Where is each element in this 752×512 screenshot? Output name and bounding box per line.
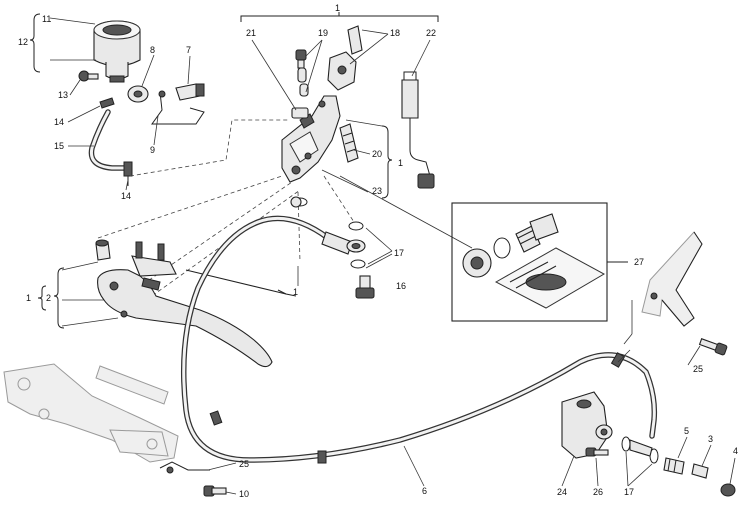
label-25-right: 25 [693, 364, 703, 374]
reservoir-bracket-9 [151, 90, 205, 125]
top-assembly-bracket [240, 12, 439, 22]
label-23: 23 [372, 186, 382, 196]
cap-4 [720, 483, 736, 497]
label-14-lower: 14 [121, 191, 131, 201]
lever-pivot-bracket [131, 241, 177, 277]
label-14-upper: 14 [54, 117, 64, 127]
label-20: 20 [372, 149, 382, 159]
label-22: 22 [426, 28, 436, 38]
label-8: 8 [150, 45, 155, 55]
label-19: 19 [318, 28, 328, 38]
hose-clip-14-upper [99, 97, 115, 109]
label-27: 27 [634, 257, 644, 267]
reservoir-hose [88, 109, 127, 171]
reservoir-mount-18 [327, 25, 363, 91]
screw-26-slave [585, 447, 609, 457]
fluid-reservoir [93, 20, 141, 83]
label-1-top: 1 [335, 3, 340, 13]
label-1-mid: 1 [398, 158, 403, 168]
frame-mount-bracket [3, 363, 179, 463]
label-18: 18 [390, 28, 400, 38]
label-12: 12 [18, 37, 28, 47]
label-1-lever: 1 [293, 287, 298, 297]
clutch-switch-22 [401, 71, 435, 189]
hose-clip-14-lower [123, 161, 133, 186]
pivot-bolt-21 [291, 107, 309, 119]
hose-guide-26 [159, 461, 210, 474]
clutch-lever [97, 269, 273, 368]
screw-10 [203, 485, 227, 497]
banjo-fitting-upper [321, 231, 366, 255]
label-11: 11 [42, 14, 51, 24]
label-3: 3 [708, 434, 713, 444]
plunger-20 [339, 123, 359, 163]
hose-bracket-25-right [641, 231, 703, 327]
leader-lines [67, 29, 736, 495]
bushing-8 [127, 85, 149, 103]
repair-kit-box-27 [451, 202, 628, 322]
brace-1-mid [345, 119, 393, 199]
screws-19 [295, 49, 309, 97]
label-2: 2 [46, 293, 51, 303]
screw-7 [175, 83, 205, 101]
banjo-bolt-16 [355, 275, 375, 299]
washers-17-upper [290, 196, 366, 269]
brace-lever-group [37, 267, 65, 329]
label-1-left: 1 [26, 293, 31, 303]
bolt-13 [78, 70, 99, 82]
label-4: 4 [733, 446, 738, 456]
lever-bushing [95, 239, 111, 261]
label-16: 16 [396, 281, 406, 291]
master-cylinder-body [281, 95, 341, 183]
slave-cylinder-24 [561, 391, 613, 459]
washers-17-lower [621, 436, 659, 464]
bleed-screw-5 [663, 457, 685, 475]
cap-3 [691, 463, 709, 479]
part-labels: 1 11 12 8 7 13 14 15 9 14 21 19 18 22 20… [18, 3, 738, 499]
label-17-upper: 17 [394, 248, 404, 258]
hydraulic-hose-6 [181, 215, 658, 464]
label-25-left: 25 [239, 459, 249, 469]
label-9: 9 [150, 145, 155, 155]
label-13: 13 [58, 90, 68, 100]
label-26-right: 26 [593, 487, 603, 497]
label-17-lower: 17 [624, 487, 634, 497]
label-15: 15 [54, 141, 64, 151]
label-24: 24 [557, 487, 567, 497]
brace-12 [29, 13, 41, 73]
label-5: 5 [684, 426, 689, 436]
label-10: 10 [239, 489, 249, 499]
label-6: 6 [422, 486, 427, 496]
screw-25-right [698, 338, 728, 356]
label-21: 21 [246, 28, 256, 38]
label-7: 7 [186, 45, 191, 55]
